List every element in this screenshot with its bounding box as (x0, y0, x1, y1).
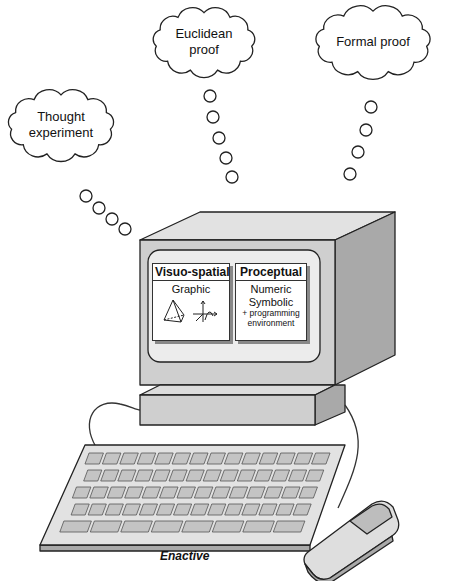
panel-heading: Proceptual (236, 264, 306, 281)
key (237, 470, 255, 481)
key (88, 504, 106, 515)
key (208, 504, 226, 515)
key (72, 487, 90, 498)
key (247, 487, 265, 498)
key (118, 470, 136, 481)
key (60, 521, 92, 532)
key (122, 504, 140, 515)
key (190, 453, 208, 464)
thought-cloud: Euclidean proof (148, 4, 260, 80)
key (139, 504, 157, 515)
caption-label: Enactive (160, 549, 209, 563)
key (85, 453, 103, 464)
key (273, 521, 305, 532)
key (293, 504, 311, 515)
key (177, 487, 195, 498)
key (203, 470, 221, 481)
key (220, 470, 238, 481)
thought-cloud: Thought experiment (3, 86, 119, 164)
key (271, 470, 289, 481)
key (264, 487, 282, 498)
key (174, 504, 192, 515)
key (172, 453, 190, 464)
key (105, 504, 123, 515)
key (90, 487, 108, 498)
mouse (304, 501, 399, 581)
key (259, 453, 277, 464)
key (160, 487, 178, 498)
key (71, 504, 89, 515)
key (102, 453, 120, 464)
key (289, 470, 307, 481)
key (135, 470, 153, 481)
key (294, 453, 312, 464)
cloud-text: Thought experiment (18, 109, 104, 142)
key (282, 487, 300, 498)
key (242, 504, 260, 515)
panel-text: Numeric Symbolic (236, 281, 306, 309)
key (137, 453, 155, 464)
key (212, 521, 244, 532)
key (299, 487, 317, 498)
cloud-text: Formal proof (336, 34, 410, 50)
key (276, 504, 294, 515)
key (142, 487, 160, 498)
key (107, 487, 125, 498)
cloud-text: Euclidean proof (163, 26, 245, 59)
key (101, 470, 119, 481)
key (155, 453, 173, 464)
key (312, 453, 330, 464)
panel-text: Graphic (153, 281, 229, 296)
key (169, 470, 187, 481)
key (125, 487, 143, 498)
key (277, 453, 295, 464)
panel-text: + programming environment (236, 309, 306, 328)
key (151, 521, 183, 532)
screen-panel: ProceptualNumeric Symbolic+ programming … (235, 263, 307, 341)
key (243, 521, 275, 532)
key (254, 470, 272, 481)
thought-cloud: Formal proof (310, 2, 436, 82)
key (120, 453, 138, 464)
cloud-label: Euclidean proof (163, 26, 245, 59)
key (225, 504, 243, 515)
key (121, 521, 153, 532)
key (186, 470, 204, 481)
screen-panel: Visuo-spatialGraphic (152, 263, 230, 341)
panel-heading: Visuo-spatial (153, 264, 229, 281)
key (224, 453, 242, 464)
key (242, 453, 260, 464)
graph-icons (161, 298, 221, 324)
key (229, 487, 247, 498)
key (306, 470, 324, 481)
key (84, 470, 102, 481)
key (182, 521, 214, 532)
cloud-label: Formal proof (336, 34, 410, 50)
key (212, 487, 230, 498)
key (207, 453, 225, 464)
key (156, 504, 174, 515)
key (259, 504, 277, 515)
keyboard (40, 445, 345, 551)
cloud-label: Thought experiment (18, 109, 104, 142)
key (194, 487, 212, 498)
base-unit (140, 385, 345, 425)
key (191, 504, 209, 515)
key (152, 470, 170, 481)
key (90, 521, 122, 532)
monitor (140, 212, 395, 385)
